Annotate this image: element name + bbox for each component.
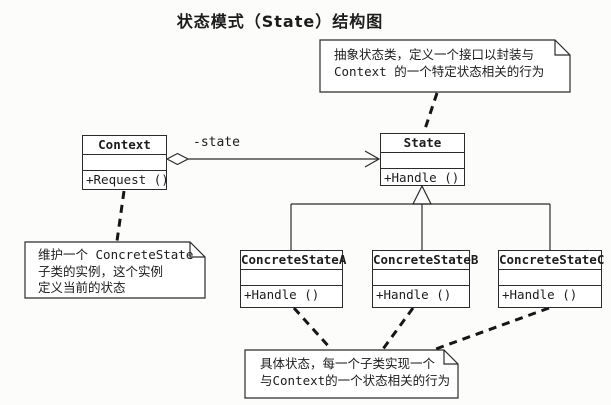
note-anchor-concrete-a [292, 306, 333, 351]
note-state-line1: 抽象状态类，定义一个接口以封装与 [334, 47, 535, 62]
note-anchor-concrete-b [381, 307, 415, 350]
class-method-concrete-state-a: +Handle () [244, 287, 320, 302]
class-name-state: State [381, 134, 464, 153]
class-attributes-concrete-state-a [241, 270, 342, 286]
association-context-state [165, 150, 381, 168]
class-box-context: Context +Request () [82, 135, 169, 190]
class-attributes-context [83, 155, 166, 171]
class-name-concrete-state-b: ConcreteStateB [373, 251, 478, 270]
note-anchor-concrete-c [432, 306, 550, 352]
note-anchor-state [422, 92, 439, 133]
note-shape-state [319, 39, 571, 93]
aggregation-diamond-icon [165, 152, 190, 166]
note-shape-context [24, 241, 206, 299]
class-box-concrete-state-a: ConcreteStateA +Handle () [240, 250, 346, 308]
open-arrowhead-icon [364, 150, 381, 168]
association-role-label: -state [193, 135, 240, 150]
note-text-state: 抽象状态类，定义一个接口以封装与 Context 的一个特定状态相关的行为 [334, 47, 544, 80]
note-context-line3: 定义当前的状态 [38, 280, 126, 295]
class-attributes-concrete-state-b [373, 270, 469, 286]
class-name-concrete-state-a: ConcreteStateA [241, 251, 346, 270]
note-concrete-line1: 具体状态，每一个子类实现一个 [260, 356, 436, 371]
class-method-context: +Request () [86, 172, 169, 187]
note-state-line2: Context 的一个特定状态相关的行为 [334, 63, 545, 79]
class-box-concrete-state-b: ConcreteStateB +Handle () [372, 250, 478, 308]
note-text-context: 维护一个 ConcreteState 子类的实例，这个实例 定义当前的状态 [38, 247, 193, 297]
note-anchor-context [115, 190, 126, 242]
page-title: 状态模式（State）结构图 [176, 12, 384, 31]
note-text-concrete: 具体状态，每一个子类实现一个 与Context的一个状态相关的行为 [260, 356, 450, 389]
note-context-line1: 维护一个 ConcreteState [38, 247, 194, 262]
class-method-concrete-state-c: +Handle () [502, 287, 578, 302]
class-method-state: +Handle () [384, 170, 460, 185]
generalization-triangle-icon [412, 184, 432, 205]
note-context-line2: 子类的实例，这个实例 [38, 263, 164, 279]
class-method-concrete-state-b: +Handle () [376, 287, 452, 302]
note-shape-concrete [244, 349, 459, 399]
class-name-concrete-state-c: ConcreteStateC [499, 251, 604, 270]
class-box-concrete-state-c: ConcreteStateC +Handle () [498, 250, 604, 308]
class-attributes-state [381, 153, 464, 169]
class-box-state: State +Handle () [380, 133, 465, 186]
class-attributes-concrete-state-c [499, 270, 601, 286]
generalization-tree [290, 184, 551, 250]
class-name-context: Context [83, 136, 166, 155]
note-concrete-line2: 与Context的一个状态相关的行为 [260, 372, 451, 388]
